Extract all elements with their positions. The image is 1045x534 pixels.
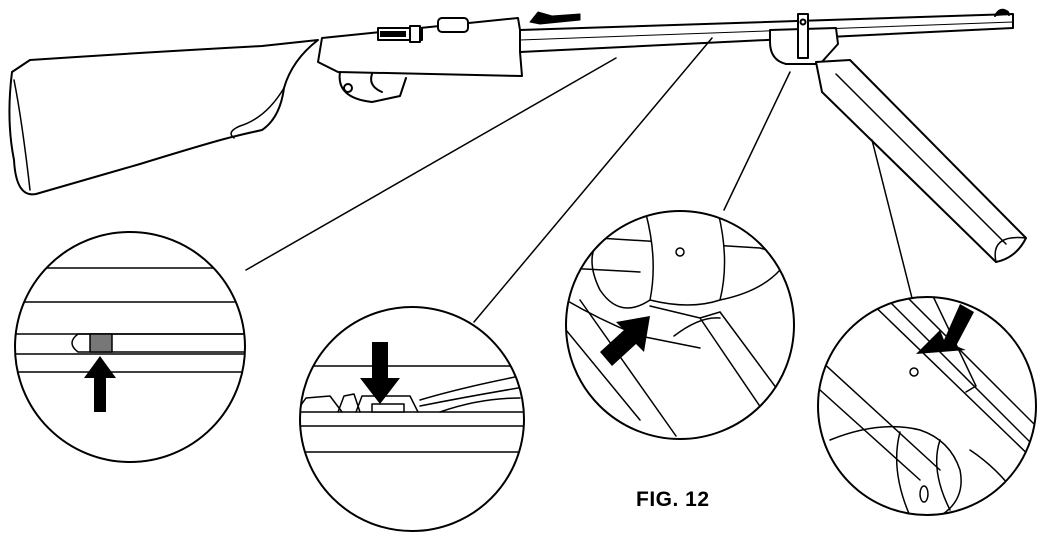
stippled-pin (89, 333, 113, 353)
receiver (317, 17, 523, 77)
detail-circle-2 (299, 306, 525, 532)
figure-caption: FIG. 12 (636, 488, 710, 511)
band-ring (645, 211, 726, 306)
arrow-icon-3 (600, 316, 650, 366)
trigger-pin (343, 83, 353, 93)
front-sight (994, 8, 1010, 17)
detail-circle-4 (817, 296, 1037, 516)
slot (71, 333, 245, 353)
receiver-window (437, 17, 469, 33)
rifle-drawing (8, 8, 1027, 263)
leader-lines (245, 37, 913, 323)
rear-sight (529, 11, 581, 25)
buttstock (8, 39, 319, 196)
grip (230, 87, 285, 139)
arrow-icon-4 (916, 304, 974, 354)
detail-circle-1 (14, 231, 246, 463)
detail-circle-3 (565, 210, 795, 440)
arrow-up-icon (84, 356, 116, 412)
charging-handle (380, 31, 406, 37)
barrel (519, 13, 1014, 53)
trigger (370, 73, 383, 93)
arrow-down-icon (360, 342, 400, 404)
trigger-guard (338, 71, 407, 103)
